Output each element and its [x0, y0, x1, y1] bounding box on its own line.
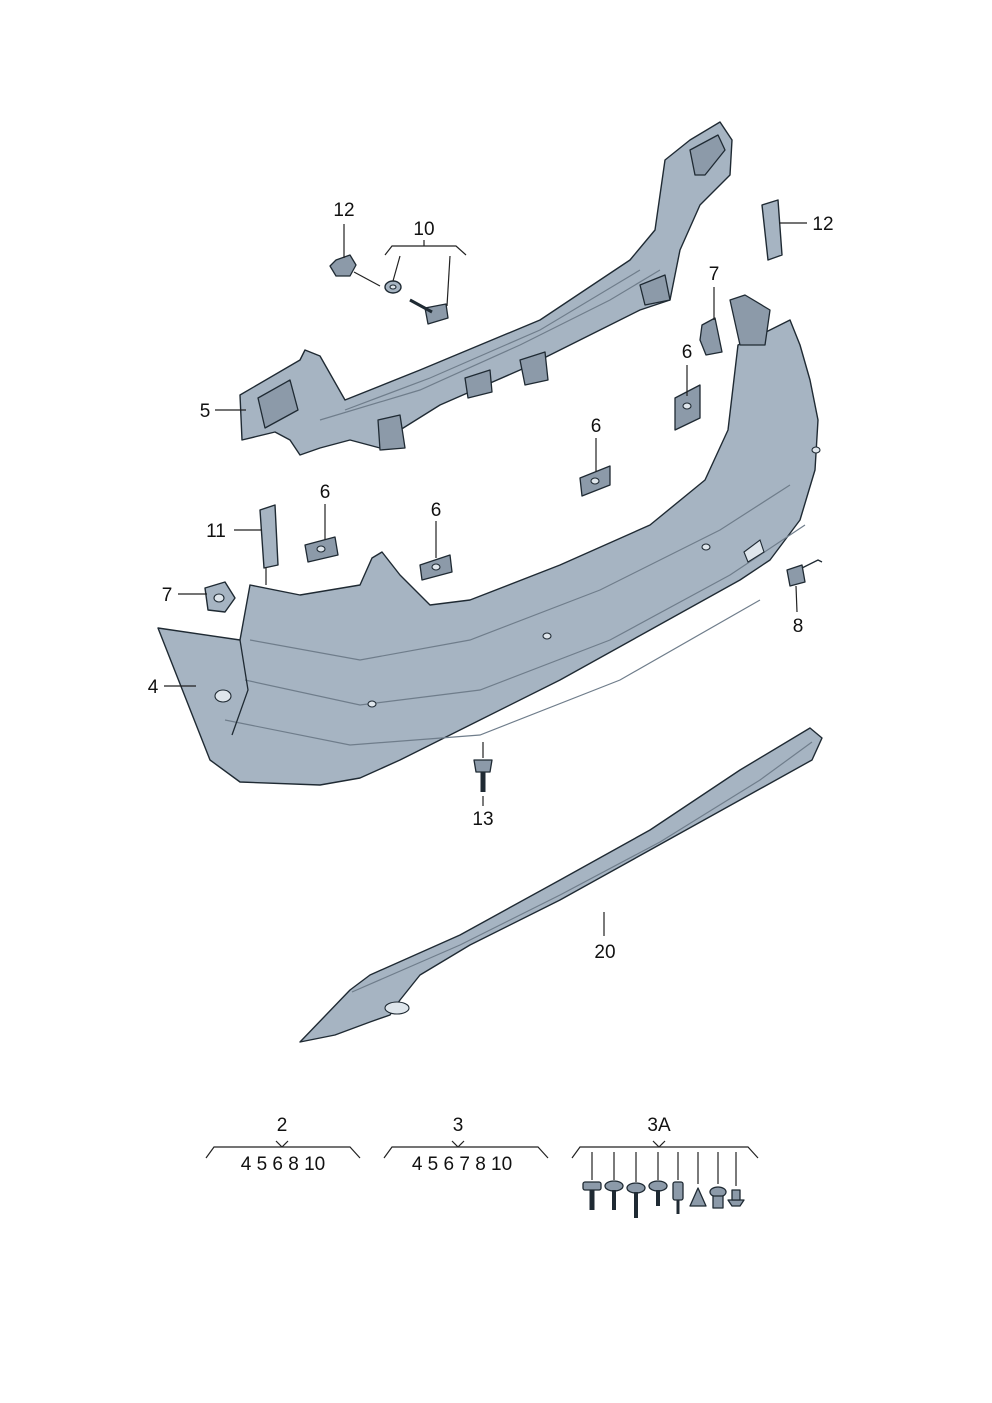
callout-8: 8	[793, 616, 804, 637]
pad-6-b	[579, 465, 611, 497]
callout-12a: 12	[333, 200, 354, 221]
kit-legend-3a: 3A	[571, 1115, 759, 1218]
clip-icon	[689, 1187, 707, 1207]
kit-3-label: 3	[453, 1115, 464, 1136]
callout-13: 13	[472, 809, 493, 830]
washer-10	[384, 280, 402, 294]
stud-plate-10	[409, 298, 449, 325]
kit-3a-label: 3A	[647, 1115, 671, 1136]
screw-long-icon	[626, 1182, 646, 1218]
leader-lines	[164, 222, 807, 936]
nut-12	[329, 254, 357, 277]
callout-6c: 6	[320, 482, 331, 503]
pad-6-c	[304, 536, 339, 563]
callout-20: 20	[594, 942, 615, 963]
screw-icon	[604, 1180, 624, 1210]
guide-rail-11	[259, 504, 279, 569]
rivet-icon	[709, 1186, 727, 1209]
kit-legend-3: 3 4 5 6 7 8 10	[383, 1115, 549, 1175]
guide-rail-12	[761, 199, 783, 261]
pin-icon	[672, 1181, 684, 1214]
callout-labels: 12 10 12 7 6 5 6 6 6 11 7 8 4 13 20	[148, 200, 834, 963]
callout-12b: 12	[812, 214, 833, 235]
fastener-icons	[582, 1152, 745, 1218]
bumper-cover	[157, 294, 821, 786]
callout-6d: 6	[431, 500, 442, 521]
callout-10: 10	[413, 219, 434, 240]
bolt-13	[473, 759, 493, 792]
callout-7a: 7	[709, 264, 720, 285]
callout-6b: 6	[591, 416, 602, 437]
sensor-holder-8	[786, 559, 823, 587]
push-clip-icon	[727, 1189, 745, 1207]
callout-11: 11	[206, 521, 226, 542]
callout-6a: 6	[682, 342, 693, 363]
lower-trim-strip	[299, 727, 823, 1043]
bumper-reinforcement-bracket	[239, 121, 733, 456]
kit-2-label: 2	[277, 1115, 288, 1136]
callout-5: 5	[200, 401, 211, 422]
kit-3-items: 4 5 6 7 8 10	[412, 1154, 512, 1175]
kit-legend-2: 2 4 5 6 8 10	[205, 1115, 361, 1175]
screw-short-icon	[648, 1180, 668, 1206]
callout-4: 4	[148, 677, 159, 698]
bracket-7-right	[699, 317, 723, 356]
bracket-7-left	[204, 581, 236, 613]
pad-6-d	[419, 554, 453, 581]
callout-7b: 7	[162, 585, 173, 606]
pad-6-a	[674, 384, 701, 431]
bolt-icon	[582, 1181, 602, 1210]
kit-2-items: 4 5 6 8 10	[241, 1154, 326, 1175]
